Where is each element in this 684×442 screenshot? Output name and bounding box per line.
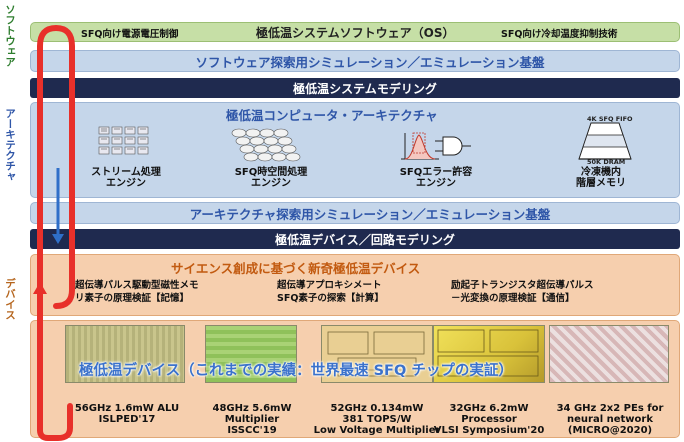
device-modeling-bar: 極低温デバイス／回路モデリング <box>30 229 680 249</box>
stream-engine-label: ストリーム処理 エンジン <box>91 167 161 189</box>
chip-photo-low-voltage-multiplier <box>321 325 433 383</box>
side-label-software: ソフトウェア <box>4 4 16 67</box>
memory-hierarchy-graphic <box>567 115 643 167</box>
system-modeling-bar: 極低温システムモデリング <box>30 78 680 98</box>
error-tolerant-engine-graphic <box>399 129 473 163</box>
error-tolerant-engine-label: SFQエラー許容 エンジン <box>399 167 473 189</box>
architecture-simulation-label: アーキテクチャ探索用シミュレーション／エミュレーション基盤 <box>189 206 551 222</box>
chip-photo-alu <box>65 325 185 383</box>
device-record-block: 56GHz 1.6mW ALU ISLPED'17 48GHz 5.6mW Mu… <box>30 320 680 438</box>
science-device-block: サイエンス創成に基づく新奇極低温デバイス 超伝導パルス駆動型磁性メモ リ素子の原… <box>30 254 680 316</box>
os-bar-center: 極低温システムソフトウェア（OS） <box>256 26 455 40</box>
dram-label: 50K DRAM <box>587 158 626 166</box>
loop-down-arrow <box>52 234 64 244</box>
memory-hierarchy-label: 冷凍機内 階層メモリ <box>576 167 626 189</box>
spatiotemporal-engine-label: SFQ時空間処理 エンジン <box>234 167 308 189</box>
chip-photo-processor <box>433 325 545 383</box>
chip-caption-alu: 56GHz 1.6mW ALU ISLPED'17 <box>74 403 180 425</box>
architecture-title: 極低温コンピュータ・アーキテクチャ <box>226 108 438 123</box>
stream-engine-graphic <box>97 125 153 161</box>
chip-photo-multiplier <box>205 325 297 383</box>
os-bar: SFQ向け電源電圧制御 極低温システムソフトウェア（OS） SFQ向け冷却温度抑… <box>30 22 680 42</box>
architecture-simulation-bar: アーキテクチャ探索用シミュレーション／エミュレーション基盤 <box>30 202 680 224</box>
loop-up-arrow <box>33 282 47 294</box>
chip-caption-processor: 32GHz 6.2mW Processor VLSI Symposium'20 <box>433 403 545 436</box>
side-label-architecture: アーキテクチャ <box>4 108 16 182</box>
system-modeling-label: 極低温システムモデリング <box>293 81 437 96</box>
chip-caption-low-voltage-multiplier: 52GHz 0.134mW 381 TOPS/W Low Voltage Mul… <box>313 403 441 436</box>
architecture-block: 極低温コンピュータ・アーキテクチャ ストリーム処理 エンジン <box>30 102 680 198</box>
software-simulation-bar: ソフトウェア探索用シミュレーション／エミュレーション基盤 <box>30 50 680 72</box>
science-title: サイエンス創成に基づく新奇極低温デバイス <box>171 261 421 276</box>
science-item-compute: 超伝導アプロキシメート SFQ素子の探索【計算】 <box>277 280 384 304</box>
science-item-memory: 超伝導パルス駆動型磁性メモ リ素子の原理検証【記憶】 <box>75 280 199 304</box>
software-simulation-label: ソフトウェア探索用シミュレーション／エミュレーション基盤 <box>195 54 545 70</box>
science-item-communication: 励起子トランジスタ超伝導パルス －光変換の原理検証【通信】 <box>451 280 594 304</box>
device-record-overlay-title: 極低温デバイス（これまでの実績：世界最速 SFQ チップの実証） <box>79 363 513 379</box>
chip-photo-neural-network <box>549 325 669 383</box>
os-bar-right: SFQ向け冷却温度抑制技術 <box>501 29 618 40</box>
chip-caption-neural-network: 34 GHz 2x2 PEs for neural network (MICRO… <box>556 403 664 436</box>
side-label-device: デバイス <box>4 278 16 320</box>
fifo-label: 4K SFQ FIFO <box>587 115 633 123</box>
os-bar-left: SFQ向け電源電圧制御 <box>81 29 179 40</box>
chip-caption-multiplier: 48GHz 5.6mW Multiplier ISSCC'19 <box>212 403 292 436</box>
spatiotemporal-engine-graphic <box>227 123 311 163</box>
device-modeling-label: 極低温デバイス／回路モデリング <box>275 232 455 247</box>
